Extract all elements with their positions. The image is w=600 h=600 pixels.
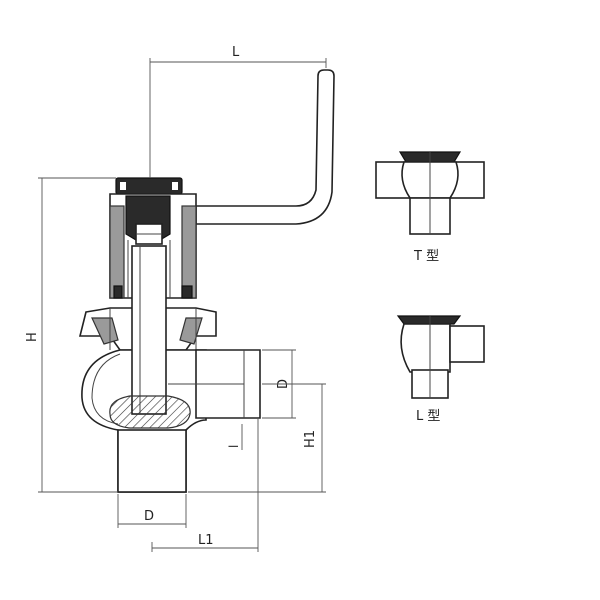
dim-label-L: L [232, 45, 240, 60]
t-type-variant: T 型 [375, 151, 485, 264]
main-valve-view [78, 69, 335, 493]
valve-plug [109, 395, 191, 429]
l-type-variant: L 型 [396, 315, 485, 424]
dimension-lines: L H D H1 l D L1 [25, 45, 327, 552]
handle-lever [195, 69, 335, 225]
dim-label-l: l [227, 445, 241, 448]
dim-label-D-bottom: D [144, 509, 154, 524]
dim-label-L1: L1 [198, 533, 214, 548]
dim-label-H1: H1 [303, 430, 318, 448]
dim-label-H: H [25, 332, 40, 342]
valve-stem [131, 245, 167, 415]
t-type-label: T 型 [413, 249, 439, 264]
bottom-inlet-pipe [117, 429, 187, 493]
l-type-label: L 型 [416, 409, 440, 424]
